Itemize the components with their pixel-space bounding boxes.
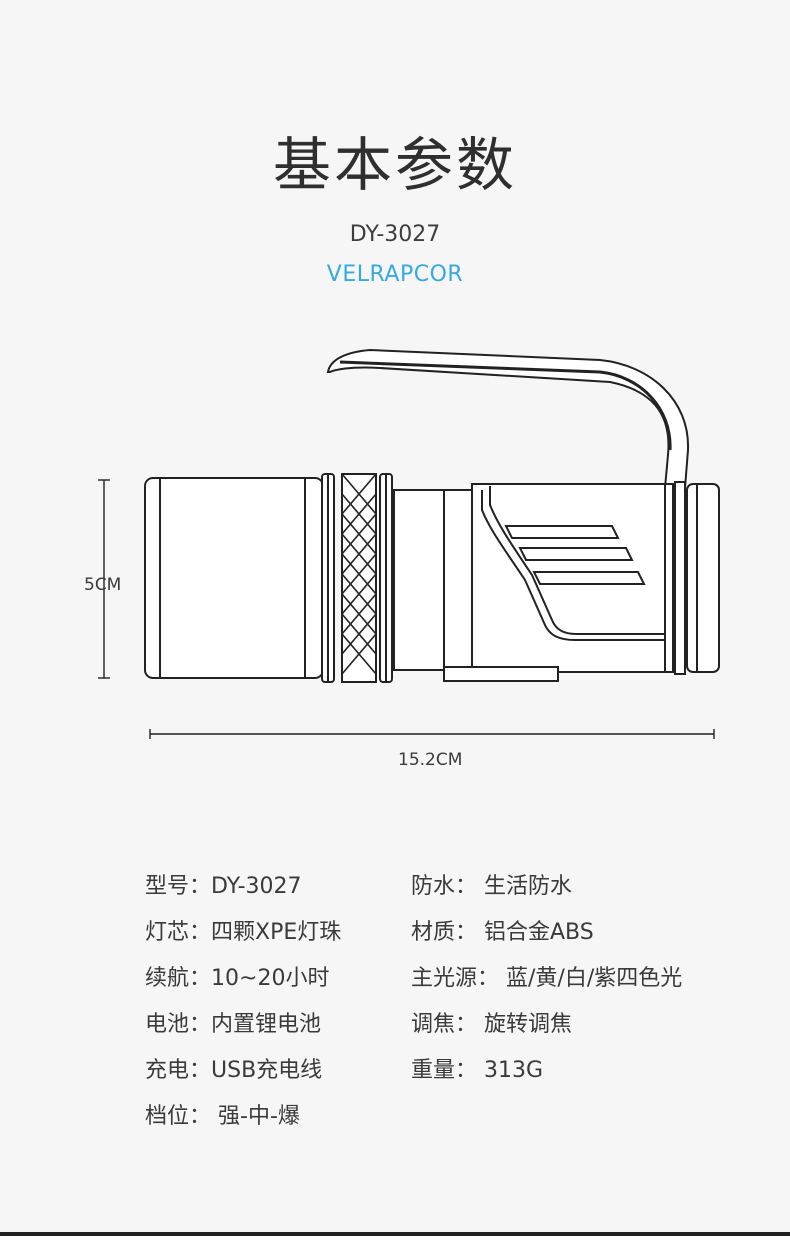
spec-weight: 重量： 313G	[411, 1052, 543, 1084]
model-number: DY-3027	[349, 222, 441, 247]
spec-value: 旋转调焦	[477, 1012, 573, 1037]
brand-name: VELRAPCOR	[326, 262, 464, 287]
spec-value: 四颗XPE灯珠	[211, 920, 342, 945]
spec-label: 档位：	[145, 1104, 212, 1129]
spec-value: USB充电线	[211, 1058, 323, 1083]
spec-label: 防水：	[411, 874, 478, 899]
spec-label: 型号：	[145, 874, 212, 899]
spec-value: 强-中-爆	[211, 1104, 300, 1129]
spec-modes: 档位： 强-中-爆	[145, 1098, 300, 1130]
spec-label: 续航：	[145, 966, 212, 991]
spec-label: 重量：	[411, 1058, 478, 1083]
spec-material: 材质： 铝合金ABS	[411, 914, 594, 946]
spec-led: 灯芯：四颗XPE灯珠	[145, 914, 341, 946]
spec-label: 灯芯：	[145, 920, 212, 945]
spec-waterproof: 防水： 生活防水	[411, 868, 572, 900]
height-dimension-label: 5CM	[84, 575, 122, 595]
spec-label: 主光源：	[411, 966, 500, 991]
spec-value: 铝合金ABS	[477, 920, 594, 945]
spec-value: DY-3027	[211, 874, 302, 899]
spec-value: 生活防水	[477, 874, 573, 899]
spec-light-source: 主光源： 蓝/黄/白/紫四色光	[411, 960, 682, 992]
spec-model: 型号：DY-3027	[145, 868, 302, 900]
spec-battery: 电池：内置锂电池	[145, 1006, 321, 1038]
flashlight-illustration	[98, 348, 720, 739]
spec-label: 材质：	[411, 920, 478, 945]
spec-runtime: 续航：10~20小时	[145, 960, 329, 992]
spec-label: 电池：	[145, 1012, 212, 1037]
spec-charging: 充电：USB充电线	[145, 1052, 322, 1084]
length-dimension-label: 15.2CM	[398, 750, 463, 770]
spec-value: 313G	[477, 1058, 544, 1083]
page-title: 基本参数	[272, 131, 517, 199]
spec-label: 调焦：	[411, 1012, 478, 1037]
spec-value: 10~20小时	[211, 966, 330, 991]
spec-focus: 调焦： 旋转调焦	[411, 1006, 572, 1038]
spec-value: 蓝/黄/白/紫四色光	[499, 966, 683, 991]
spec-label: 充电：	[145, 1058, 212, 1083]
bottom-divider	[0, 1232, 790, 1236]
spec-value: 内置锂电池	[211, 1012, 322, 1037]
